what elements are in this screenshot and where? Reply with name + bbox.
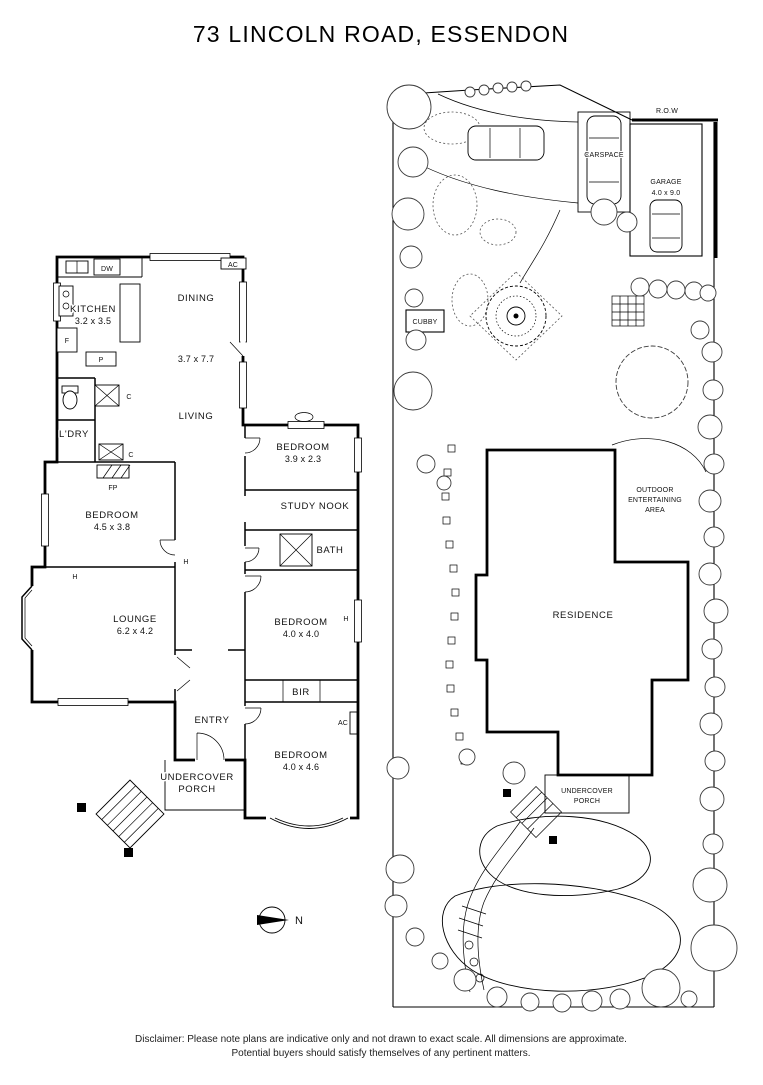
kitchen-label: KITCHEN [70,304,116,315]
outdoor-label-line2: ENTERTAINING [628,497,682,504]
bedroom1-label: BEDROOM [85,510,138,521]
garage-label: GARAGE [650,179,681,186]
cupboard-hall [98,443,124,461]
site-plan: R.O.W CARSPACE GARAGE 4.0 x 9.0 CUBBY OU… [384,80,738,1013]
bedroom4-label: BEDROOM [274,750,327,761]
kitchen-dims: 3.2 x 3.5 [75,316,111,326]
h2-label: H [183,559,188,566]
pantry [85,351,117,367]
ac-unit-top [220,257,247,270]
kitchen-bench [57,257,143,278]
gate-post [124,848,133,857]
car-carspace [586,115,622,205]
carspace-label: CARSPACE [584,152,624,159]
fixtures-group [56,257,358,735]
oven [58,285,74,317]
rear-garden [441,815,681,993]
car-garage [649,199,683,253]
entry-label: ENTRY [194,715,229,726]
north-compass: N [257,906,303,934]
bedroom2-label: BEDROOM [276,442,329,453]
lounge-dims: 6.2 x 4.2 [117,626,153,636]
large-tree [615,345,689,419]
row-label: R.O.W [656,108,678,115]
bedroom2-dims: 3.9 x 2.3 [285,454,321,464]
dining-living-dims: 3.7 x 7.7 [178,354,214,364]
trees-group [384,80,738,1013]
fridge-space [56,327,78,353]
bedroom3-dims: 4.0 x 4.0 [283,629,319,639]
ac-top-label: AC [228,262,238,269]
site-porch-label-line1: UNDERCOVER [561,788,613,795]
outdoor-area-edge [611,438,707,473]
residence-label: RESIDENCE [553,610,614,621]
porch-label-line2: PORCH [178,784,215,795]
ac-unit-bed4 [349,711,358,735]
bedroom3-label: BEDROOM [274,617,327,628]
toilet [62,390,78,410]
outdoor-label-line3: AREA [645,507,665,514]
cubby-outline [405,309,445,333]
bath-label: BATH [316,545,343,556]
dw-label: DW [101,266,113,273]
paver-path [441,444,469,765]
site-porch-outline [544,774,630,814]
garage-dims: 4.0 x 9.0 [652,190,681,197]
cubby-label: CUBBY [412,319,437,326]
porch-steps [77,779,165,857]
cupboard-wc-label: C [126,394,131,401]
fp-label: FP [108,485,117,492]
windows-group [21,253,362,829]
north-label: N [295,915,303,927]
floor-plan: KITCHEN 3.2 x 3.5 DINING 3.7 x 7.7 LIVIN… [21,253,362,857]
bedroom1-dims: 4.5 x 3.8 [94,522,130,532]
cupboard-hall-label: C [128,452,133,459]
page-title: 73 LINCOLN ROAD, ESSENDON [193,21,569,47]
fridge-label: F [65,338,69,345]
porch-label-line1: UNDERCOVER [160,772,234,783]
gate-post [77,803,86,812]
bedroom4-dims: 4.0 x 4.6 [283,762,319,772]
porch-edge [164,760,245,811]
wall-vent [294,412,314,422]
garage-outline [629,123,703,257]
study-nook-label: STUDY NOOK [281,501,350,512]
disclaimer-line2: Potential buyers should satisfy themselv… [231,1048,530,1059]
dishwasher [93,258,121,276]
door-swings [159,341,262,761]
laundry-label: L'DRY [59,429,89,440]
island-bench [119,283,141,343]
bir-label: BIR [292,687,310,698]
disclaimer-line1: Disclaimer: Please note plans are indica… [135,1034,627,1045]
site-porch-label-line2: PORCH [574,798,600,805]
living-label: LIVING [179,411,214,422]
north-arrow-icon [257,915,289,925]
bath-cupboard [279,533,313,567]
door-openings [173,338,247,763]
pantry-label: P [99,357,104,364]
dining-label: DINING [178,293,215,304]
interior-walls [45,377,358,818]
lounge-label: LOUNGE [113,614,157,625]
h3-label: H [343,616,348,623]
h1-label: H [72,574,77,581]
outdoor-label-line1: OUTDOOR [636,487,673,494]
site-porch-steps [503,786,562,844]
car-driveway [467,125,545,161]
bir-dividers [282,680,321,702]
cupboard-wc [94,384,120,407]
ac-bed4-label: AC [338,720,348,727]
driveway [414,93,579,284]
paving-patch [611,295,645,327]
garden-circle-feature [469,271,563,361]
fireplace [96,464,131,479]
